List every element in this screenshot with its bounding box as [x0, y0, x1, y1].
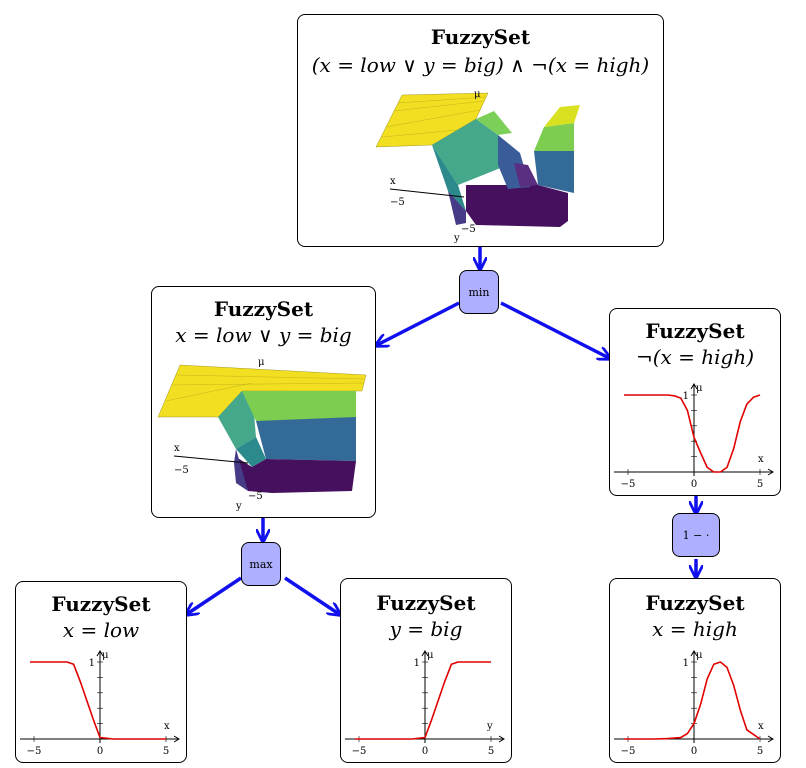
x-axis-arrow	[173, 735, 180, 743]
x-tick-label: 0	[691, 479, 697, 490]
x-tick-label: 0	[422, 746, 428, 757]
y-axis-label: μ	[696, 383, 703, 394]
x-tick-label: 0	[97, 746, 103, 757]
x-axis-label: y	[486, 721, 493, 732]
node-title: FuzzySet	[645, 591, 745, 615]
min-operator-node: min	[459, 270, 499, 314]
node-expression: x = low ∨ y = big	[175, 323, 352, 347]
membership-curve	[355, 661, 491, 740]
fuzzyset-node-or: FuzzySet x = low ∨ y = big x −5 y −5 μ	[151, 286, 376, 518]
membership-chart: −5 0 5 1 x μ	[614, 650, 774, 757]
edge-max-to-xlow	[187, 576, 242, 614]
x-axis-label: x	[758, 721, 764, 732]
x-tick-label: −5	[352, 746, 367, 757]
max-operator-label: max	[249, 557, 273, 571]
node-expression: x = low	[62, 618, 140, 642]
x-tick-label: −5	[621, 746, 636, 757]
membership-surface-plot: x −5 y −5 μ	[375, 89, 580, 244]
y-axis-arrow	[96, 650, 104, 657]
x-axis-arrow	[498, 735, 505, 743]
min-operator-label: min	[468, 285, 490, 299]
node-expression: ¬(x = high)	[635, 345, 755, 369]
edge-max-to-ybig	[284, 576, 339, 614]
node-expression: (x = low ∨ y = big) ∧ ¬(x = high)	[311, 53, 650, 77]
membership-chart: −5 0 5 1 x μ	[20, 650, 180, 757]
edge-min-to-or	[377, 301, 460, 345]
surface-y-axis-label: y	[453, 233, 460, 244]
node-title: FuzzySet	[213, 297, 314, 321]
y-axis-label: μ	[696, 650, 703, 661]
node-title: FuzzySet	[645, 319, 745, 343]
fuzzyset-node-x-low: FuzzySet x = low −5 0 5 1 x μ	[15, 581, 187, 763]
max-operator-node: max	[241, 542, 281, 586]
x-axis-arrow	[767, 735, 774, 743]
node-title: FuzzySet	[376, 591, 476, 615]
x-tick-label: 5	[488, 746, 494, 757]
y-axis-label: μ	[427, 650, 434, 661]
x-tick-label: 5	[757, 746, 763, 757]
x-tick-label: 5	[163, 746, 169, 757]
fuzzyset-node-top: FuzzySet (x = low ∨ y = big) ∧ ¬(x = hig…	[297, 14, 664, 247]
node-title: FuzzySet	[430, 25, 531, 49]
x-axis-label: x	[758, 454, 764, 465]
membership-curve	[30, 661, 166, 740]
membership-curve	[624, 394, 761, 473]
y-axis-arrow	[421, 650, 429, 657]
complement-operator-node: 1 − ·	[672, 513, 720, 557]
surface-y-tick: −5	[461, 224, 476, 235]
y-tick-label: 1	[683, 391, 689, 402]
node-expression: y = big	[389, 617, 463, 641]
fuzzyset-node-x-high: FuzzySet x = high −5 0 5 1 x μ	[609, 578, 781, 763]
x-axis-label: x	[164, 721, 170, 732]
x-axis-arrow	[767, 468, 774, 476]
complement-operator-label: 1 − ·	[682, 528, 710, 542]
surface-y-tick: −5	[248, 491, 263, 502]
membership-chart: −5 0 5 1 x μ	[614, 383, 774, 490]
membership-chart: −5 0 5 1 y μ	[345, 650, 505, 757]
surface-mu-label: μ	[258, 357, 265, 368]
y-axis-label: μ	[102, 650, 109, 661]
x-tick-label: −5	[27, 746, 42, 757]
y-axis-arrow	[690, 650, 698, 657]
surface-x-tick: −5	[174, 465, 189, 476]
x-tick-label: 5	[757, 479, 763, 490]
surface-y-axis-label: y	[235, 501, 242, 512]
x-tick-label: 0	[691, 746, 697, 757]
y-tick-label: 1	[683, 658, 689, 669]
membership-surface-plot: x −5 y −5 μ	[157, 357, 367, 512]
y-tick-label: 1	[414, 658, 420, 669]
fuzzyset-node-y-big: FuzzySet y = big −5 0 5 1 y μ	[340, 578, 512, 763]
y-tick-label: 1	[89, 658, 95, 669]
membership-curve	[624, 661, 761, 740]
fuzzyset-node-not-high: FuzzySet ¬(x = high) −5 0 5 1 x μ	[609, 308, 781, 496]
node-expression: x = high	[652, 617, 738, 641]
edge-min-to-nothigh	[500, 301, 609, 358]
node-title: FuzzySet	[51, 592, 151, 616]
surface-mu-label: μ	[474, 89, 481, 100]
x-tick-label: −5	[621, 479, 636, 490]
y-axis-arrow	[690, 383, 698, 390]
surface-x-axis-label: x	[390, 176, 396, 187]
surface-x-axis-label: x	[174, 443, 180, 454]
surface-x-tick: −5	[390, 197, 405, 208]
